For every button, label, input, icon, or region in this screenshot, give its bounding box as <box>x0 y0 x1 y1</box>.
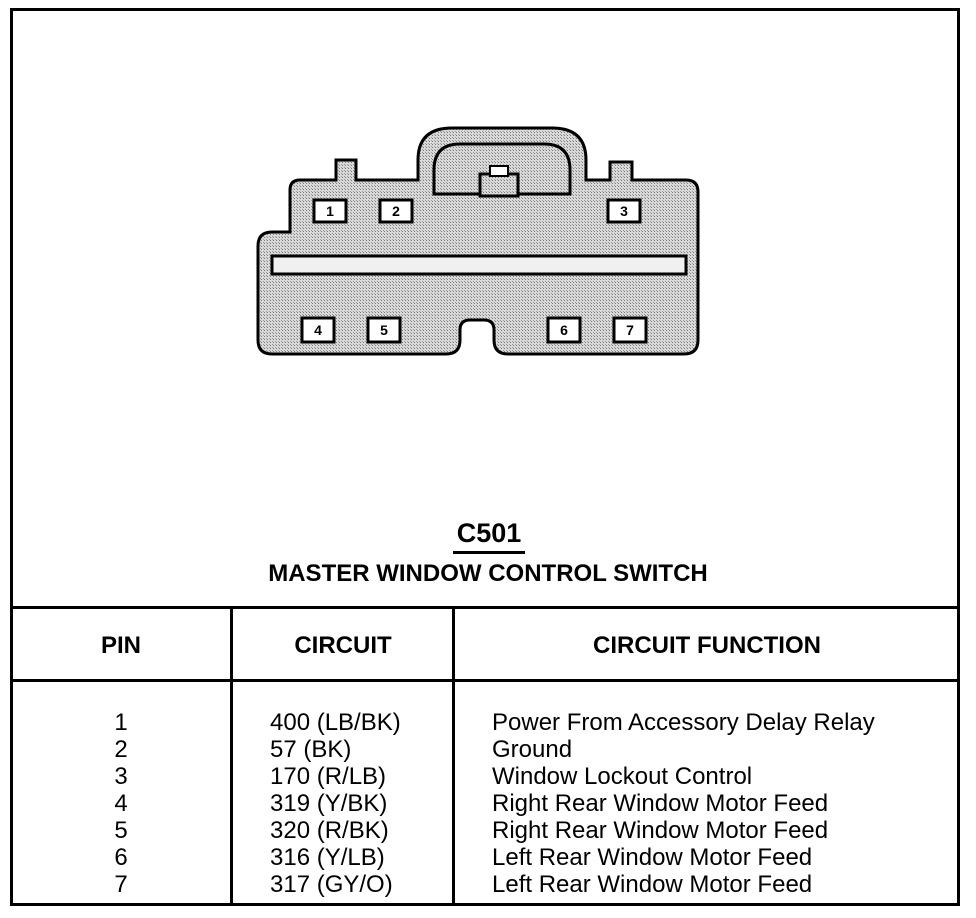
pin-column: 1 2 3 4 5 6 7 <box>10 709 232 898</box>
locking-tab <box>478 172 520 198</box>
connector-body <box>256 126 700 356</box>
table-row-function: Right Rear Window Motor Feed <box>492 790 829 817</box>
pin-label-1: 1 <box>326 203 334 219</box>
pin-cavity-3: 3 <box>606 198 642 224</box>
pin-cavity-1: 1 <box>312 198 348 224</box>
table-row-function: Ground <box>492 736 573 763</box>
table-top-border <box>10 606 960 609</box>
pin-label-4: 4 <box>314 322 322 338</box>
circuit-column: 400 (LB/BK) 57 (BK) 170 (R/LB) 319 (Y/BK… <box>270 709 401 898</box>
table-row-function: Power From Accessory Delay Relay <box>492 709 875 736</box>
table-row-circuit: 319 (Y/BK) <box>270 790 388 817</box>
table-row-pin: 5 <box>114 817 128 844</box>
locking-tab-top <box>489 165 509 177</box>
table-row-pin: 7 <box>114 871 128 898</box>
table-row-pin: 6 <box>114 844 128 871</box>
table-row-circuit: 320 (R/BK) <box>270 817 389 844</box>
pin-cavity-7: 7 <box>612 316 648 344</box>
function-column: Power From Accessory Delay Relay Ground … <box>492 709 875 898</box>
table-row-circuit: 400 (LB/BK) <box>270 709 401 736</box>
pin-cavity-6: 6 <box>546 316 582 344</box>
table-row-pin: 4 <box>114 790 128 817</box>
table-row-function: Window Lockout Control <box>492 763 753 790</box>
pin-cavity-5: 5 <box>366 316 402 344</box>
header-pin: PIN <box>100 632 141 659</box>
pin-cavity-2: 2 <box>378 198 414 224</box>
pin-label-2: 2 <box>392 203 400 219</box>
table-header-divider <box>10 679 960 682</box>
table-row-circuit: 317 (GY/O) <box>270 871 393 898</box>
header-circuit-function: CIRCUIT FUNCTION <box>593 632 821 659</box>
connector-name: MASTER WINDOW CONTROL SWITCH <box>268 560 708 587</box>
table-row-pin: 1 <box>114 709 128 736</box>
table-row-function: Left Rear Window Motor Feed <box>492 871 813 898</box>
table-row-pin: 2 <box>114 736 128 763</box>
pin-cavity-4: 4 <box>300 316 336 344</box>
table-row-circuit: 170 (R/LB) <box>270 763 387 790</box>
column-divider-2 <box>452 606 455 906</box>
pin-label-5: 5 <box>380 322 388 338</box>
table-row-function: Left Rear Window Motor Feed <box>492 844 813 871</box>
pin-label-7: 7 <box>626 322 634 338</box>
connector-id: C501 <box>452 518 526 554</box>
diagram-frame <box>10 8 960 906</box>
header-circuit: CIRCUIT <box>294 632 392 659</box>
table-row-function: Right Rear Window Motor Feed <box>492 817 829 844</box>
pin-label-6: 6 <box>560 322 568 338</box>
table-row-circuit: 57 (BK) <box>270 736 352 763</box>
center-slot <box>270 254 688 276</box>
table-row-circuit: 316 (Y/LB) <box>270 844 385 871</box>
pin-label-3: 3 <box>620 203 628 219</box>
column-divider-1 <box>230 606 233 906</box>
table-row-pin: 3 <box>114 763 128 790</box>
connector-id-block: C501 <box>0 518 976 554</box>
